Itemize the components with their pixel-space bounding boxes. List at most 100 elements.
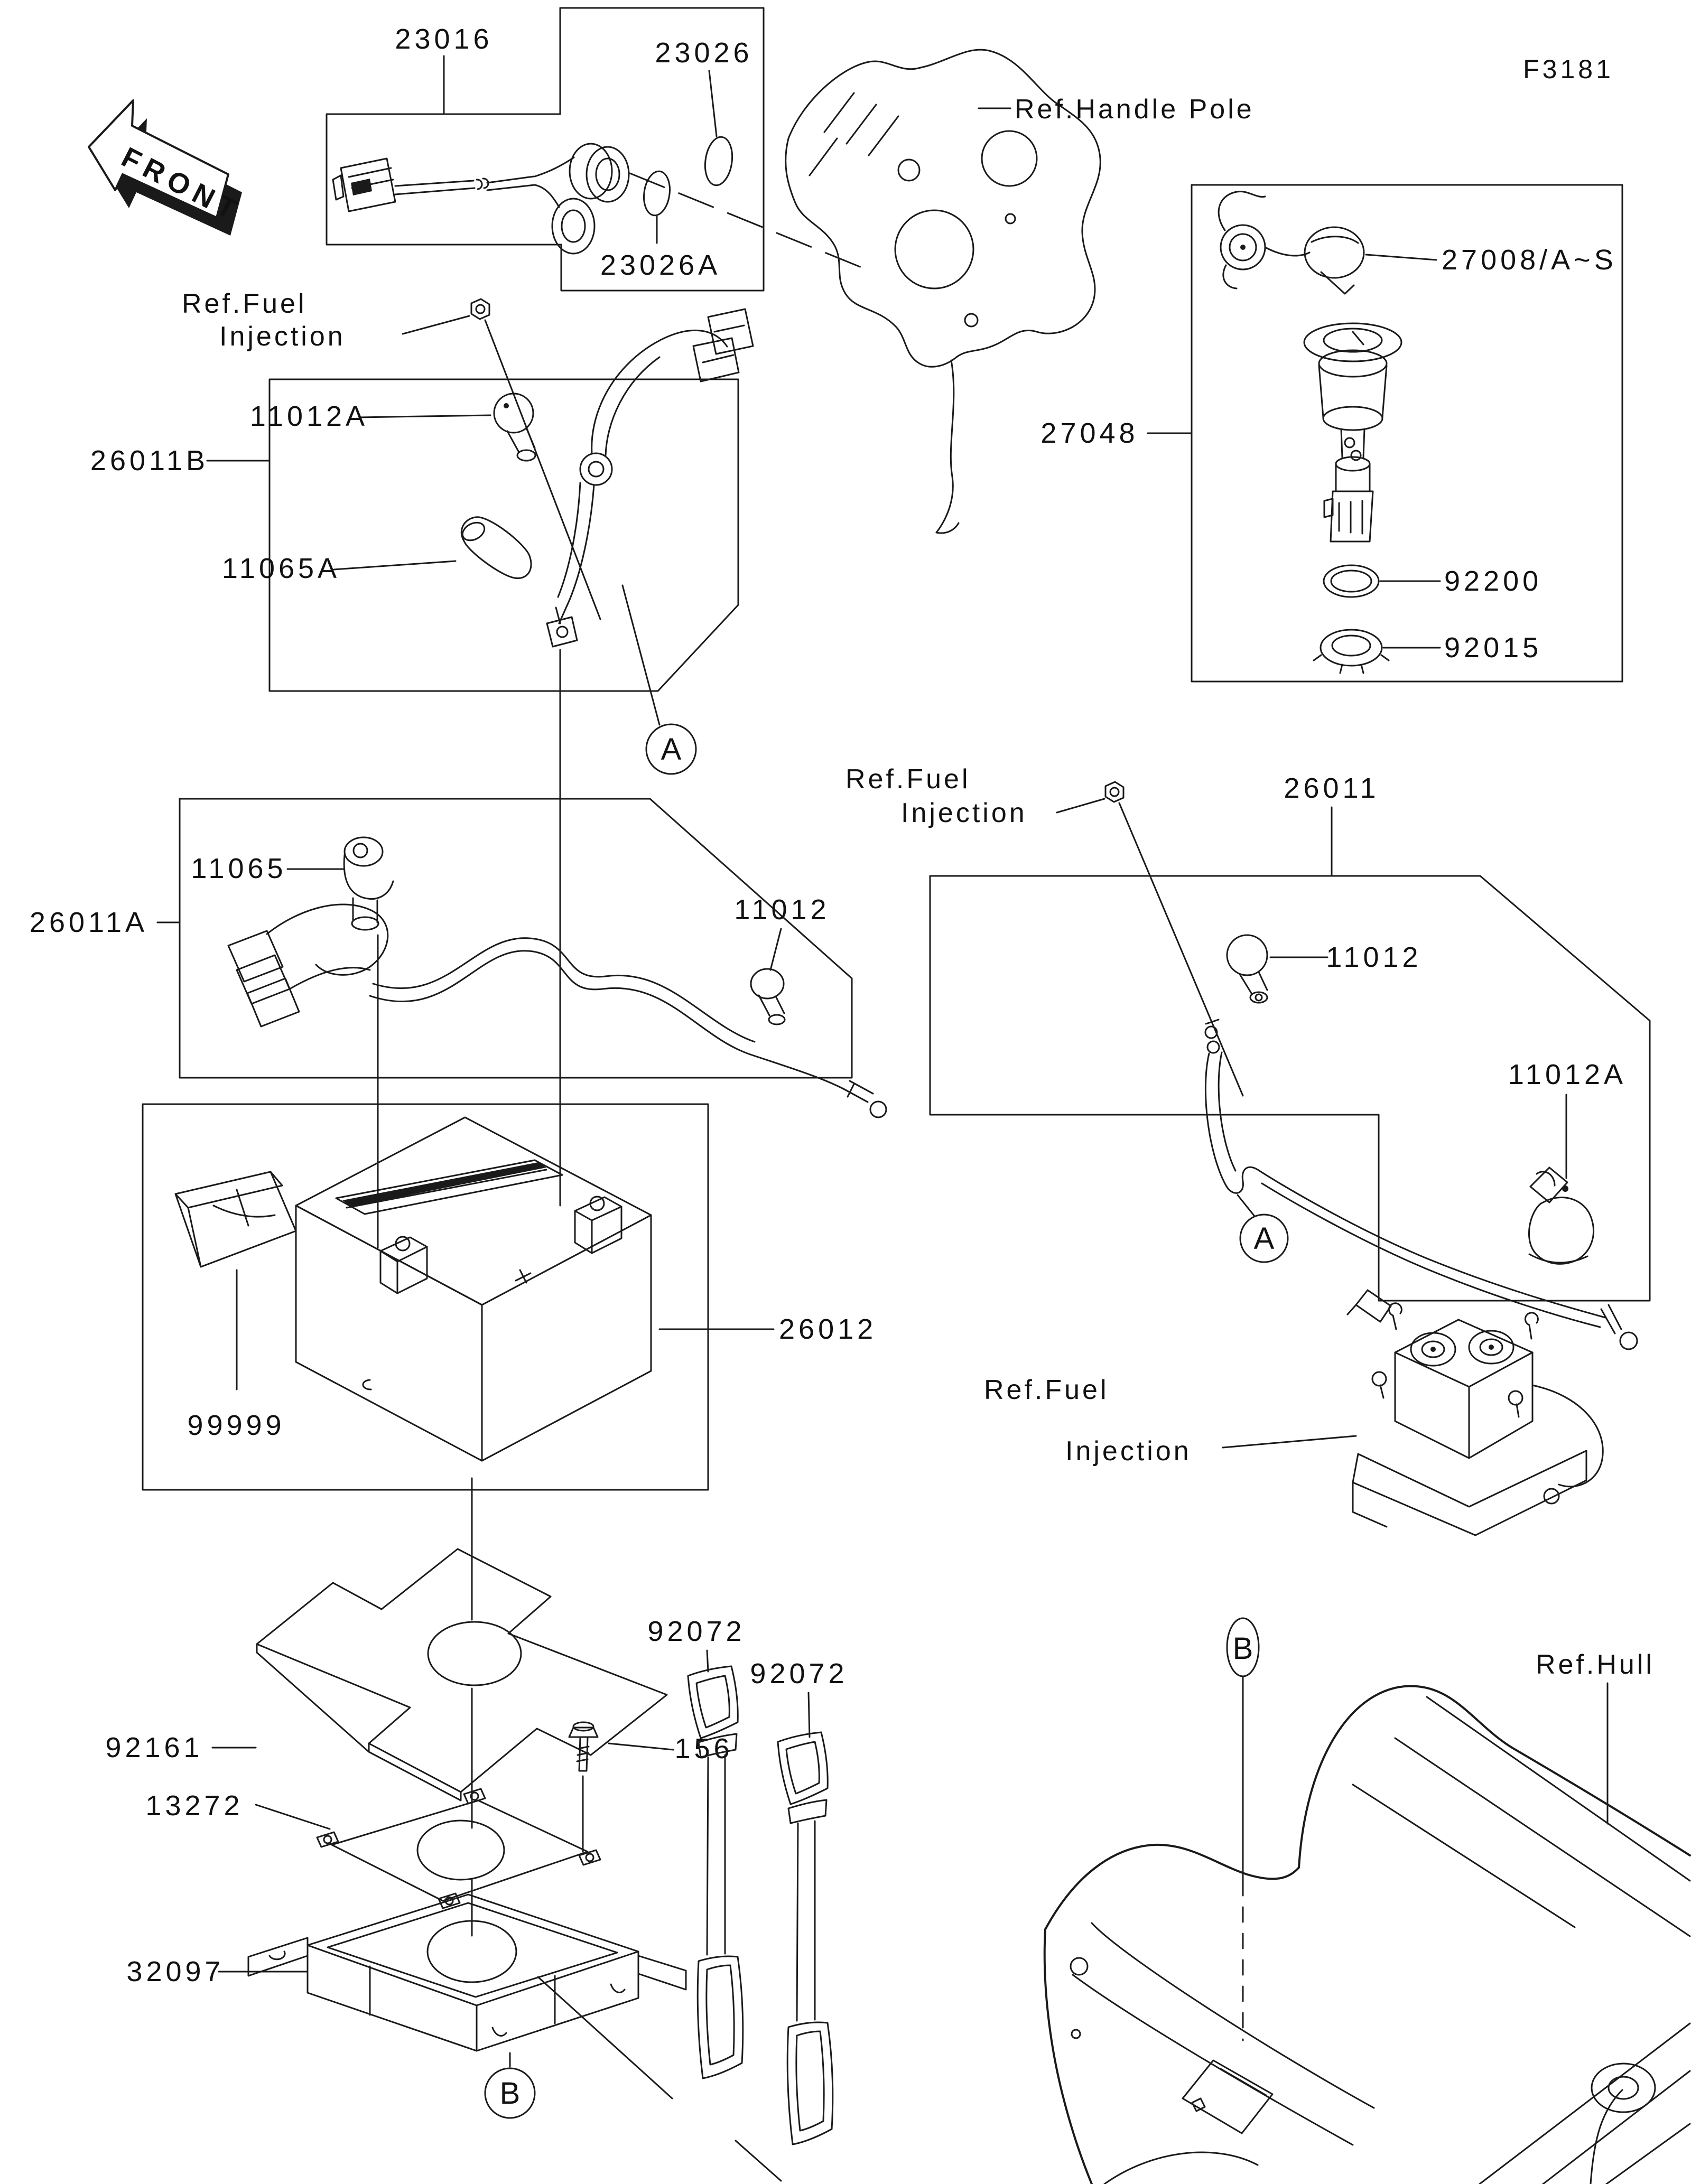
plate-13272-earhole4 (444, 1896, 454, 1906)
bolt-11012-mid-head (750, 968, 785, 1000)
handle-pole-tail (935, 359, 960, 534)
handle-pole-hole-small (897, 158, 921, 182)
part-label-99999: 99999 (187, 1410, 285, 1441)
hull-right-lines (1479, 2022, 1691, 2184)
cable-a-connector-stack (227, 930, 300, 1028)
battery-top-face (295, 1116, 652, 1306)
plate-13272-hole (416, 1819, 505, 1881)
strap1-top-pad (687, 1665, 739, 1739)
harness-lead-wire (394, 175, 536, 195)
bolt-156-head-top (572, 1721, 594, 1732)
parts-bag-crease (212, 1189, 276, 1227)
leader-fuel2 (1056, 798, 1105, 814)
fuel1-stud-line (484, 319, 601, 620)
switch-flange (1303, 322, 1402, 362)
meter-socket-lower (551, 198, 596, 255)
hull-compartment (1182, 2059, 1274, 2134)
strap1-top-hinge (698, 1733, 738, 1758)
strap1-bottom-pad (696, 1955, 744, 2079)
bolt-11012a-left-tip (516, 449, 536, 462)
strap2-arm (796, 1820, 816, 2022)
ref-label-fuel2-line1: Ref.Fuel (846, 764, 971, 795)
fuel1-nut (470, 298, 490, 320)
bolt-11012a-left-stem (506, 427, 536, 453)
pad-92161 (256, 1548, 668, 1793)
callout-a1-letter: A (661, 732, 682, 767)
relay-studs (1379, 1302, 1539, 1418)
hull-boss-inner (1608, 2076, 1639, 2100)
hull-boss-outer (1591, 2062, 1656, 2113)
battery-vent-dark (342, 1162, 546, 1207)
harness-fork (534, 156, 575, 208)
cable-c-end (1600, 1304, 1622, 1334)
strap-92072-1 (687, 1665, 744, 2079)
part-label-27048: 27048 (1040, 417, 1138, 449)
part-label-26012: 26012 (779, 1313, 877, 1345)
nut-92015-notches (1313, 654, 1390, 674)
leader-fuel1 (402, 315, 470, 335)
bolt-11012-right-hole (1255, 993, 1263, 1002)
part-label-26011: 26011 (1284, 772, 1379, 804)
leader-156 (608, 1742, 674, 1751)
cap-11012a-right-dot (1562, 1186, 1568, 1192)
relay-bracket (1352, 1450, 1587, 1536)
cap-11065-skirt (351, 916, 379, 931)
cable-c-ring1 (1204, 1025, 1218, 1039)
cable-b-connectors (692, 308, 754, 382)
key-cap (1304, 226, 1365, 279)
battery-pos-post (574, 1196, 622, 1254)
plate-13272-earhole3 (585, 1853, 594, 1862)
switch-flange-inner (1323, 328, 1383, 353)
harness-connector (332, 157, 396, 212)
battery-neg-bolt (395, 1236, 411, 1252)
battery-straps-group: 92072 92072 (647, 1616, 844, 2145)
front-arrow-face (88, 99, 229, 219)
switch-key-slot (1352, 331, 1364, 346)
callout-b2-letter: B (1233, 1631, 1253, 1666)
relay-terminal1-inner (1421, 1340, 1445, 1358)
harness-center-dashline (629, 172, 874, 273)
cap-11065a (460, 516, 532, 580)
bolt-11012a-left-dot (504, 403, 509, 408)
leader-92072-2 (807, 1692, 811, 1738)
box-26011a (179, 798, 853, 1079)
meter-socket-lower-inner (561, 209, 586, 243)
cable-b-ring-outer (579, 452, 613, 486)
cable-a-loop (266, 903, 389, 990)
part-label-13272: 13272 (145, 1790, 243, 1822)
handle-pole-group: Ref.Handle Pole (785, 49, 1252, 534)
part-label-11065a: 11065A (222, 553, 340, 584)
strap-attach-leader2 (735, 2140, 782, 2182)
case-32097-rim (306, 1893, 639, 2006)
callout-b1-letter: B (500, 2076, 521, 2111)
cap-11065-body (343, 854, 394, 923)
cable-b-lower (557, 482, 595, 624)
fuel2-stud-line (1118, 802, 1244, 1097)
bolt-11012-mid-tip (768, 1014, 786, 1025)
strap-92072-2 (777, 1731, 834, 2145)
box-26011b (268, 378, 739, 692)
ref-label-fuel1-line1: Ref.Fuel (182, 288, 307, 319)
callout-a2-letter: A (1254, 1221, 1275, 1256)
hull-boss-curve (1590, 2089, 1623, 2184)
battery-pos-bolt (589, 1196, 605, 1211)
starter-relay-group: Ref.Fuel Injection (984, 1289, 1604, 1536)
switch-body (1335, 463, 1371, 492)
cap-11065-top (343, 836, 384, 867)
part-label-26011a: 26011A (30, 907, 148, 938)
leader-callout-a2 (1237, 1194, 1256, 1217)
part-label-92015: 92015 (1444, 632, 1542, 664)
battery-cable-26011-group: Ref.Fuel Injection 26011 11012 11012A A (846, 764, 1651, 1350)
key-cap-detail (1311, 236, 1359, 295)
cable-c-fitting (1205, 1019, 1220, 1025)
strap2-top-pad (777, 1731, 829, 1805)
hull-compartment-clip (1191, 2097, 1206, 2112)
battery-group: 26012 99999 (142, 1103, 877, 1491)
part-label-23026: 23026 (655, 37, 752, 69)
bolt-11012-mid-stem (758, 994, 785, 1016)
relay-connector-tab (1346, 1289, 1392, 1323)
cap-23026 (704, 136, 733, 186)
harness-connector-band (351, 179, 372, 195)
battery-cable-26011b-group: Ref.Fuel Injection 26011B 11012A 11065A … (90, 288, 754, 1207)
